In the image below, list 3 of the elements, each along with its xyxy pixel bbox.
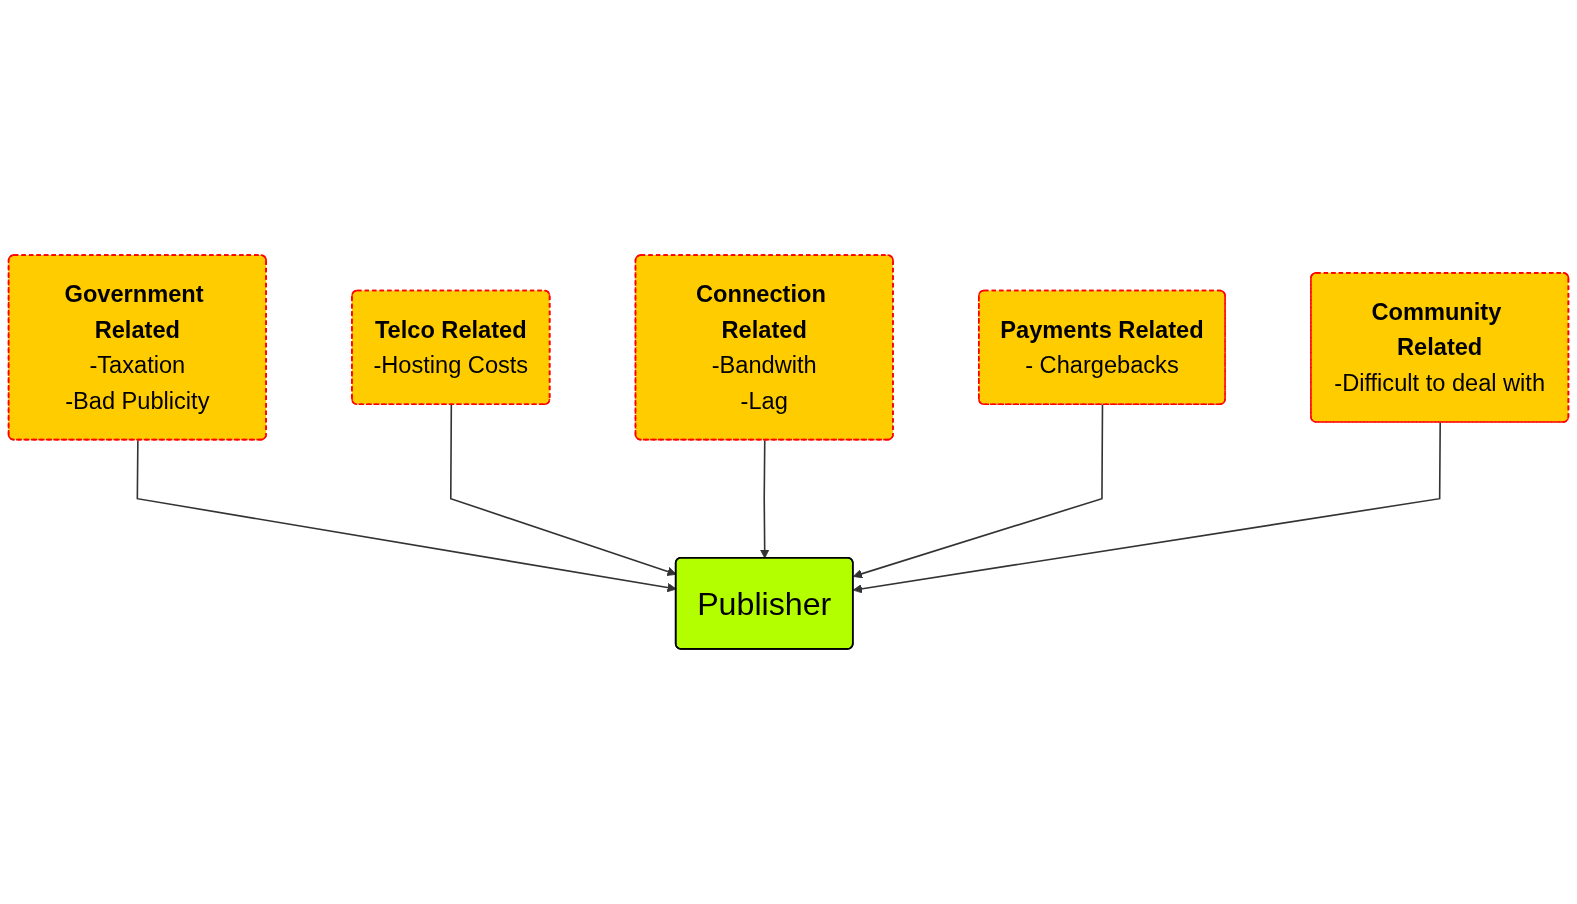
arrow — [759, 439, 770, 559]
arrow — [852, 404, 1104, 579]
arrow — [852, 421, 1441, 594]
